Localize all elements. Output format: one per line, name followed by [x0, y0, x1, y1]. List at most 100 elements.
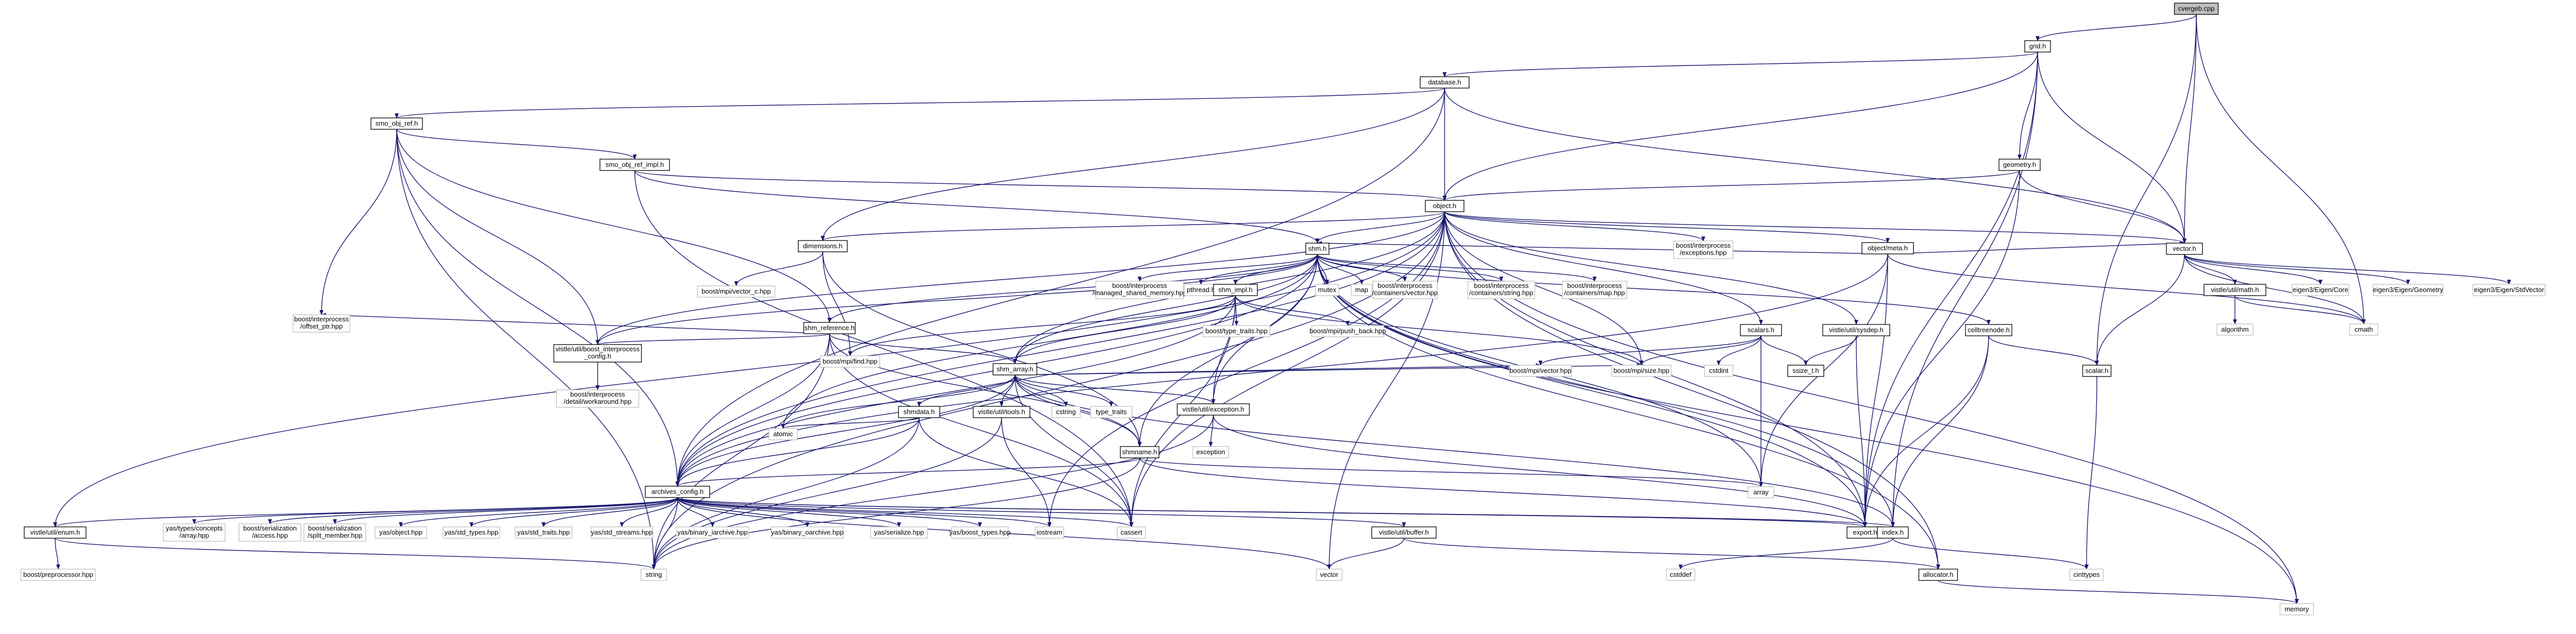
- node-box: [2082, 365, 2112, 377]
- node-vexc[interactable]: vistle/util/exception.h: [1177, 403, 1250, 416]
- node-label: /access.hpp: [252, 532, 287, 539]
- node-vector_h[interactable]: vector.h: [2166, 243, 2203, 255]
- node-label: shm_impl.h: [1218, 286, 1252, 294]
- edge-shmarray-to-vexc: [1014, 374, 1215, 404]
- node-allocator[interactable]: allocator.h: [1918, 569, 1958, 581]
- edge-sysdep-to-ssizet: [1804, 335, 1857, 366]
- node-label: cmath: [2354, 325, 2372, 333]
- edge-shmimpl-to-shmarray: [1013, 295, 1236, 364]
- node-database[interactable]: database.h: [1419, 76, 1470, 89]
- node-shmref[interactable]: shm_reference.h: [803, 322, 856, 334]
- edge-object-to-string: [652, 211, 1445, 570]
- edge-grid-to-geometry: [2018, 52, 2038, 160]
- node-objmeta[interactable]: object/meta.h: [1861, 242, 1914, 254]
- node-celltree[interactable]: celltreenode.h: [1965, 324, 2012, 336]
- edge-index-to-cstddef: [1679, 538, 1893, 570]
- node-cvergeb[interactable]: cvergeb.cpp: [2174, 3, 2219, 15]
- node-label: boost/mpi/find.hpp: [823, 357, 877, 365]
- node-box: [870, 526, 928, 539]
- node-scalar[interactable]: scalar.h: [2082, 365, 2112, 377]
- node-index[interactable]: index.h: [1877, 526, 1909, 539]
- edge-object-to-dimensions: [821, 211, 1445, 241]
- node-array: array: [1748, 486, 1774, 499]
- node-label: vector.h: [2173, 245, 2196, 252]
- node-cstddef: cstddef: [1666, 569, 1696, 581]
- node-managed: boost/interprocess/managed_shared_memory…: [1092, 281, 1187, 299]
- edge-object-to-objmeta: [1444, 211, 1890, 243]
- node-grid[interactable]: grid.h: [2024, 40, 2051, 53]
- node-box: [1351, 284, 1372, 296]
- edge-shmarray-to-cassert: [1014, 374, 1133, 527]
- node-chmdata[interactable]: shmdata.h: [898, 406, 940, 418]
- node-label: archives_config.h: [651, 488, 703, 495]
- node-label: cstring: [1056, 408, 1076, 416]
- node-box: [951, 526, 1009, 539]
- node-label: eigen3/Eigen/StdVector: [2474, 286, 2545, 294]
- dependency-edges: [53, 14, 2511, 604]
- node-label: database.h: [1428, 78, 1461, 86]
- node-geometry[interactable]: geometry.h: [1998, 159, 2041, 171]
- node-iostream: iostream: [1035, 526, 1064, 539]
- node-label: boost/interprocess: [570, 390, 625, 398]
- edge-shmref-to-shmname: [829, 333, 1142, 447]
- node-label: vistle/util/tools.h: [978, 408, 1025, 416]
- node-label: cstdint: [1709, 367, 1728, 374]
- node-label: boost/serialization: [308, 524, 362, 532]
- edge-object-to-bipc: [596, 211, 1445, 345]
- node-label: cinttypes: [2073, 571, 2100, 578]
- node-box: [1051, 406, 1081, 418]
- node-shmarray[interactable]: shm_array.h: [992, 363, 1038, 375]
- node-object[interactable]: object.h: [1425, 200, 1465, 212]
- node-box: [1425, 200, 1465, 212]
- node-ssizet[interactable]: ssize_t.h: [1787, 365, 1824, 377]
- edge-shm-to-imap: [1317, 254, 1597, 282]
- node-label: smo_obj_ref.h: [376, 119, 418, 127]
- node-shm[interactable]: shm.h: [1305, 243, 1330, 255]
- node-label: grid.h: [2029, 42, 2046, 50]
- node-shmname[interactable]: shmname.h: [1120, 446, 1160, 458]
- edge-archcfg-to-vbuffer: [677, 497, 1406, 527]
- node-shmimpl[interactable]: shm_impl.h: [1213, 284, 1258, 296]
- edge-smoimpl-to-object: [634, 170, 1447, 201]
- node-label: array: [1753, 488, 1769, 496]
- node-bipc[interactable]: vistle/util/boost_interprocess_config.h: [553, 344, 642, 363]
- node-smoimpl[interactable]: smo_obj_ref_impl.h: [599, 159, 670, 171]
- node-box: [553, 344, 642, 363]
- node-smoobj[interactable]: smo_obj_ref.h: [370, 117, 423, 130]
- node-label: yas/object.hpp: [379, 528, 422, 536]
- edge-shm-to-allocator: [1317, 254, 1940, 570]
- node-vtools[interactable]: vistle/util/tools.h: [973, 406, 1030, 418]
- node-box: [1177, 403, 1250, 416]
- edge-shmref-to-string: [652, 333, 830, 570]
- node-vmath[interactable]: vistle/util/math.h: [2204, 284, 2266, 296]
- node-archcfg[interactable]: archives_config.h: [645, 486, 710, 498]
- node-box: [645, 486, 710, 498]
- node-label: vistle/util/sysdep.h: [1829, 326, 1884, 334]
- node-imap: boost/interprocess/containers/map.hpp: [1562, 281, 1628, 299]
- node-box: [1918, 569, 1958, 581]
- edge-shmref-to-offset: [321, 313, 830, 334]
- node-label: /managed_shared_memory.hpp: [1092, 289, 1187, 297]
- node-venum[interactable]: vistle/util/enum.h: [24, 526, 87, 539]
- node-sysdep[interactable]: vistle/util/sysdep.h: [1822, 324, 1890, 336]
- node-preproc: boost/preprocessor.hpp: [20, 569, 96, 581]
- edge-vexc-to-string: [652, 415, 1214, 570]
- edge-grid-to-vector_h: [2037, 52, 2187, 244]
- edge-shm-to-export: [1317, 254, 1867, 527]
- node-mpivec_c: boost/mpi/vector_c.hpp: [697, 285, 775, 298]
- node-label: vistle/util/math.h: [2211, 286, 2259, 294]
- node-box: [443, 526, 500, 539]
- node-vbuffer[interactable]: vistle/util/buffer.h: [1371, 526, 1437, 539]
- edge-archcfg-to-string: [652, 497, 678, 570]
- edge-vector_h-to-estd: [2184, 254, 2511, 285]
- edge-objmeta-to-vector_h: [1887, 241, 2185, 254]
- node-box: [163, 523, 226, 542]
- edge-scalar-to-cinttypes: [2084, 376, 2097, 570]
- node-label: /split_member.hpp: [308, 532, 362, 539]
- node-label: ssize_t.h: [1792, 367, 1819, 374]
- node-scalars[interactable]: scalars.h: [1740, 324, 1782, 336]
- node-dimensions[interactable]: dimensions.h: [798, 240, 848, 252]
- node-box: [515, 526, 572, 539]
- node-box: [556, 389, 639, 408]
- node-label: object/meta.h: [1868, 244, 1908, 252]
